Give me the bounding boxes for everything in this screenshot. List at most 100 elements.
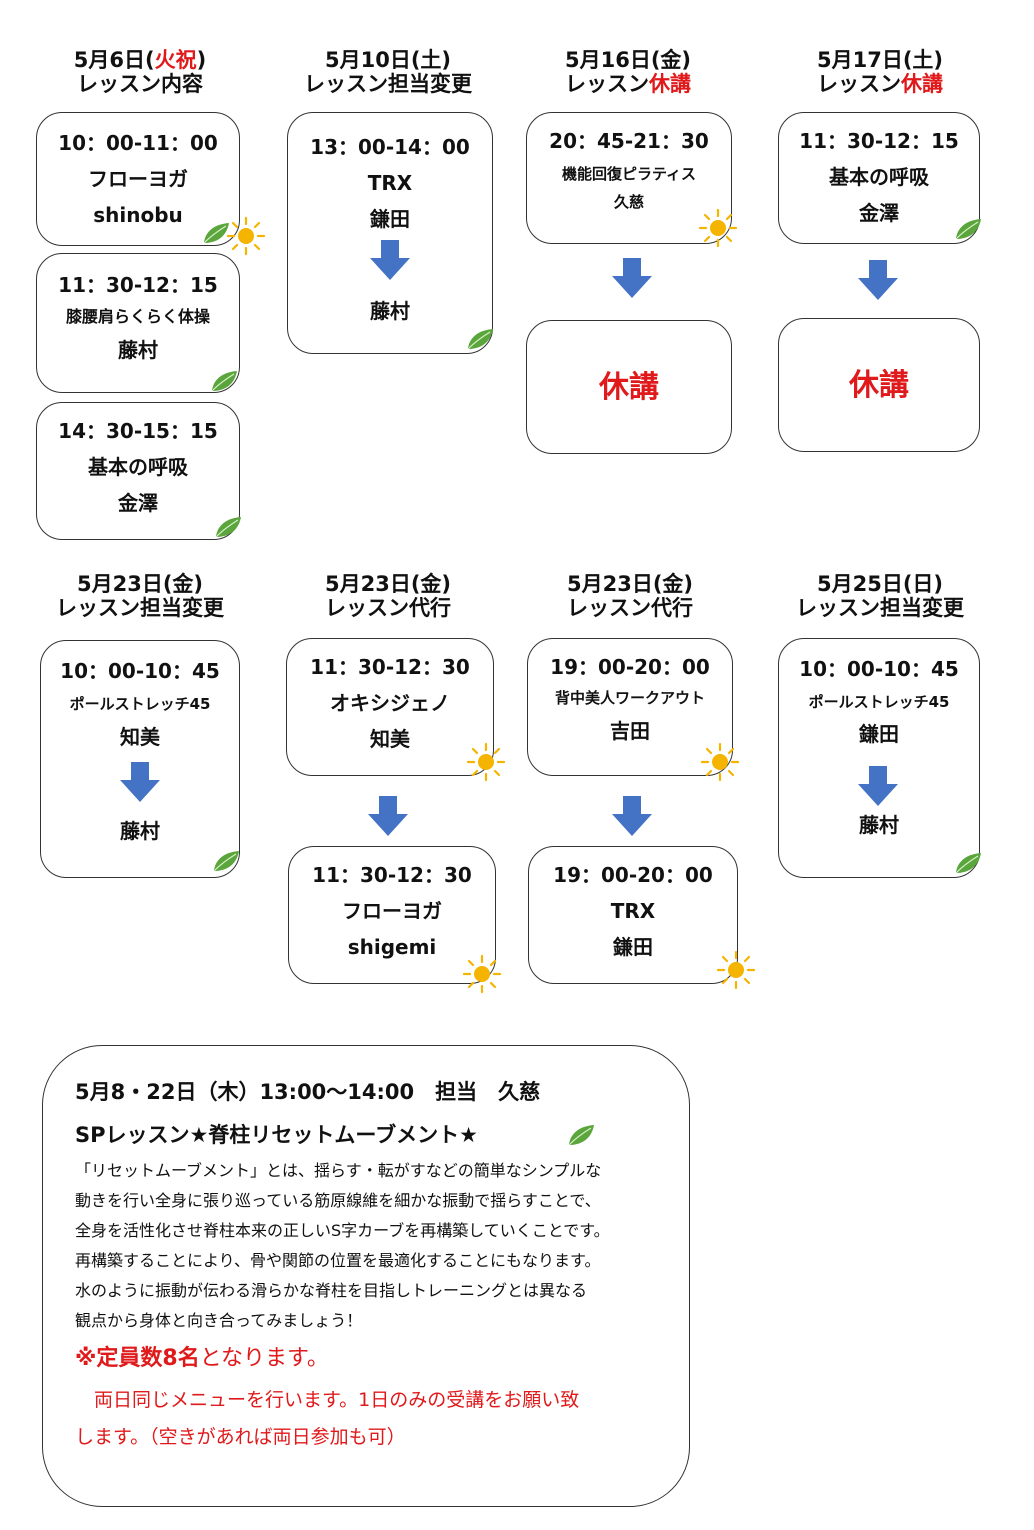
lesson-instructor: 知美 xyxy=(370,727,410,751)
arrow-down-icon xyxy=(120,762,160,802)
lesson-instructor: 藤村 xyxy=(118,338,158,362)
leaf-icon xyxy=(568,1124,595,1146)
leaf-icon xyxy=(467,328,494,350)
header-date: 5月10日(土) xyxy=(324,48,452,72)
description-line: 水のように振動が伝わる滑らかな脊柱を目指しトレーニングとは異なる xyxy=(75,1281,588,1300)
lesson-card: 13：00-14：00 TRX 鎌田 藤村 xyxy=(287,112,493,354)
leaf-icon xyxy=(215,516,242,538)
header-sub: レッスン xyxy=(565,72,649,96)
header-date: 5月17日(土) xyxy=(816,48,944,72)
lesson-time: 20：45-21：30 xyxy=(549,129,709,153)
header-sub: レッスン内容 xyxy=(77,72,203,96)
lesson-time: 13：00-14：00 xyxy=(310,135,470,159)
lesson-instructor: 吉田 xyxy=(610,719,650,743)
description-line: 再構築することにより、骨や関節の位置を最適化することにもなります。 xyxy=(75,1251,601,1270)
header-may16: 5月16日(金) レッスン休講 xyxy=(508,48,748,96)
cancel-card: 休講 xyxy=(526,320,732,454)
lesson-card: 19：00-20：00 背中美人ワークアウト 吉田 xyxy=(527,638,733,776)
sun-icon xyxy=(462,954,502,994)
lesson-time: 11：30-12：30 xyxy=(312,863,472,887)
header-sub-cancel: 休講 xyxy=(649,72,691,96)
lesson-time: 19：00-20：00 xyxy=(550,655,710,679)
lesson-name: ポールストレッチ45 xyxy=(808,693,950,711)
lesson-card: 10：00-10：45 ポールストレッチ45 鎌田 藤村 xyxy=(778,638,980,878)
lesson-instructor-to: 藤村 xyxy=(859,813,899,837)
lesson-instructor: 金澤 xyxy=(859,201,899,225)
header-may23-sub2: 5月23日(金) レッスン代行 xyxy=(510,572,750,620)
lesson-instructor: 久慈 xyxy=(613,193,644,211)
lesson-name: 基本の呼吸 xyxy=(88,455,188,479)
sun-icon xyxy=(226,216,266,256)
lesson-instructor-to: 藤村 xyxy=(120,819,160,843)
lesson-card: 20：45-21：30 機能回復ピラティス 久慈 xyxy=(526,112,732,244)
arrow-down-icon xyxy=(612,258,652,298)
capacity-rest: となります。 xyxy=(199,1346,329,1371)
lesson-card: 19：00-20：00 TRX 鎌田 xyxy=(528,846,738,984)
cancel-label: 休講 xyxy=(849,368,909,403)
lesson-time: 19：00-20：00 xyxy=(553,863,713,887)
sp-lesson-title-text: SPレッスン★脊柱リセットムーブメント★ xyxy=(75,1123,478,1147)
lesson-name: TRX xyxy=(367,171,413,195)
cancel-card: 休講 xyxy=(778,318,980,452)
sp-lesson-title: SPレッスン★脊柱リセットムーブメント★ xyxy=(75,1119,478,1149)
header-sub: レッスン xyxy=(817,72,901,96)
arrow-down-icon xyxy=(858,766,898,806)
lesson-name: TRX xyxy=(610,899,656,923)
header-date: 5月23日(金) xyxy=(76,572,204,596)
lesson-instructor: shigemi xyxy=(347,935,437,959)
leaf-icon xyxy=(955,852,982,874)
lesson-name: 膝腰肩らくらく体操 xyxy=(65,307,210,326)
lesson-time: 11：30-12：15 xyxy=(799,129,959,153)
attendance-note: 両日同じメニューを行います。1日のみの受講をお願い致 します。（空きがあれば両日… xyxy=(75,1382,675,1456)
attendance-note-line: します。（空きがあれば両日参加も可） xyxy=(75,1426,406,1448)
header-sub: レッスン担当変更 xyxy=(304,72,472,96)
arrow-down-icon xyxy=(858,260,898,300)
cancel-label: 休講 xyxy=(599,370,659,405)
header-may23-sub1: 5月23日(金) レッスン代行 xyxy=(268,572,508,620)
sun-icon xyxy=(698,208,738,248)
sp-lesson-description: 「リセットムーブメント」とは、揺らす・転がすなどの簡単なシンプルな 動きを行い全… xyxy=(75,1156,675,1336)
capacity-note: ※定員数8名となります。 xyxy=(75,1340,329,1372)
header-date: 5月6日( xyxy=(73,48,155,72)
arrow-down-icon xyxy=(368,796,408,836)
leaf-icon xyxy=(213,850,240,872)
lesson-name: オキシジェノ xyxy=(330,691,450,715)
header-date-holiday: 火祝 xyxy=(154,48,197,72)
lesson-instructor-from: 鎌田 xyxy=(370,207,410,231)
capacity-bold: ※定員数8名 xyxy=(75,1346,200,1371)
header-sub: レッスン担当変更 xyxy=(56,596,224,620)
lesson-instructor-from: 知美 xyxy=(120,725,160,749)
header-sub: レッスン代行 xyxy=(567,596,693,620)
header-may17: 5月17日(土) レッスン休講 xyxy=(760,48,1000,96)
header-date: 5月16日(金) xyxy=(564,48,692,72)
lesson-name: フローヨガ xyxy=(88,167,188,191)
header-may6: 5月6日(火祝) レッスン内容 xyxy=(20,48,260,96)
lesson-card: 11：30-12：30 フローヨガ shigemi xyxy=(288,846,496,984)
header-may23-change: 5月23日(金) レッスン担当変更 xyxy=(20,572,260,620)
header-sub: レッスン代行 xyxy=(325,596,451,620)
lesson-instructor-from: 鎌田 xyxy=(859,722,899,746)
sp-lesson-panel: 5月8・22日（木）13:00～14:00 担当 久慈 SPレッスン★脊柱リセッ… xyxy=(42,1045,690,1507)
sun-icon xyxy=(716,950,756,990)
sp-lesson-schedule: 5月8・22日（木）13:00～14:00 担当 久慈 xyxy=(75,1080,541,1104)
lesson-time: 10：00-10：45 xyxy=(60,659,220,683)
header-may10: 5月10日(土) レッスン担当変更 xyxy=(268,48,508,96)
lesson-time: 10：00-10：45 xyxy=(799,657,959,681)
lesson-instructor: 金澤 xyxy=(118,491,158,515)
header-sub: レッスン担当変更 xyxy=(796,596,964,620)
lesson-time: 11：30-12：15 xyxy=(58,273,218,297)
lesson-instructor-to: 藤村 xyxy=(370,299,410,323)
lesson-time: 11：30-12：30 xyxy=(310,655,470,679)
lesson-card: 10：00-11：00 フローヨガ shinobu xyxy=(36,112,240,246)
lesson-name: 機能回復ピラティス xyxy=(561,165,697,183)
lesson-name: フローヨガ xyxy=(342,899,442,923)
lesson-card: 10：00-10：45 ポールストレッチ45 知美 藤村 xyxy=(40,640,240,878)
lesson-name: ポールストレッチ45 xyxy=(69,695,211,713)
lesson-instructor: shinobu xyxy=(93,203,183,227)
lesson-instructor: 鎌田 xyxy=(613,935,653,959)
lesson-time: 10：00-11：00 xyxy=(58,131,218,155)
description-line: 「リセットムーブメント」とは、揺らす・転がすなどの簡単なシンプルな xyxy=(75,1161,602,1180)
lesson-card: 11：30-12：30 オキシジェノ 知美 xyxy=(286,638,494,776)
leaf-icon xyxy=(955,218,982,240)
leaf-icon xyxy=(211,370,238,392)
